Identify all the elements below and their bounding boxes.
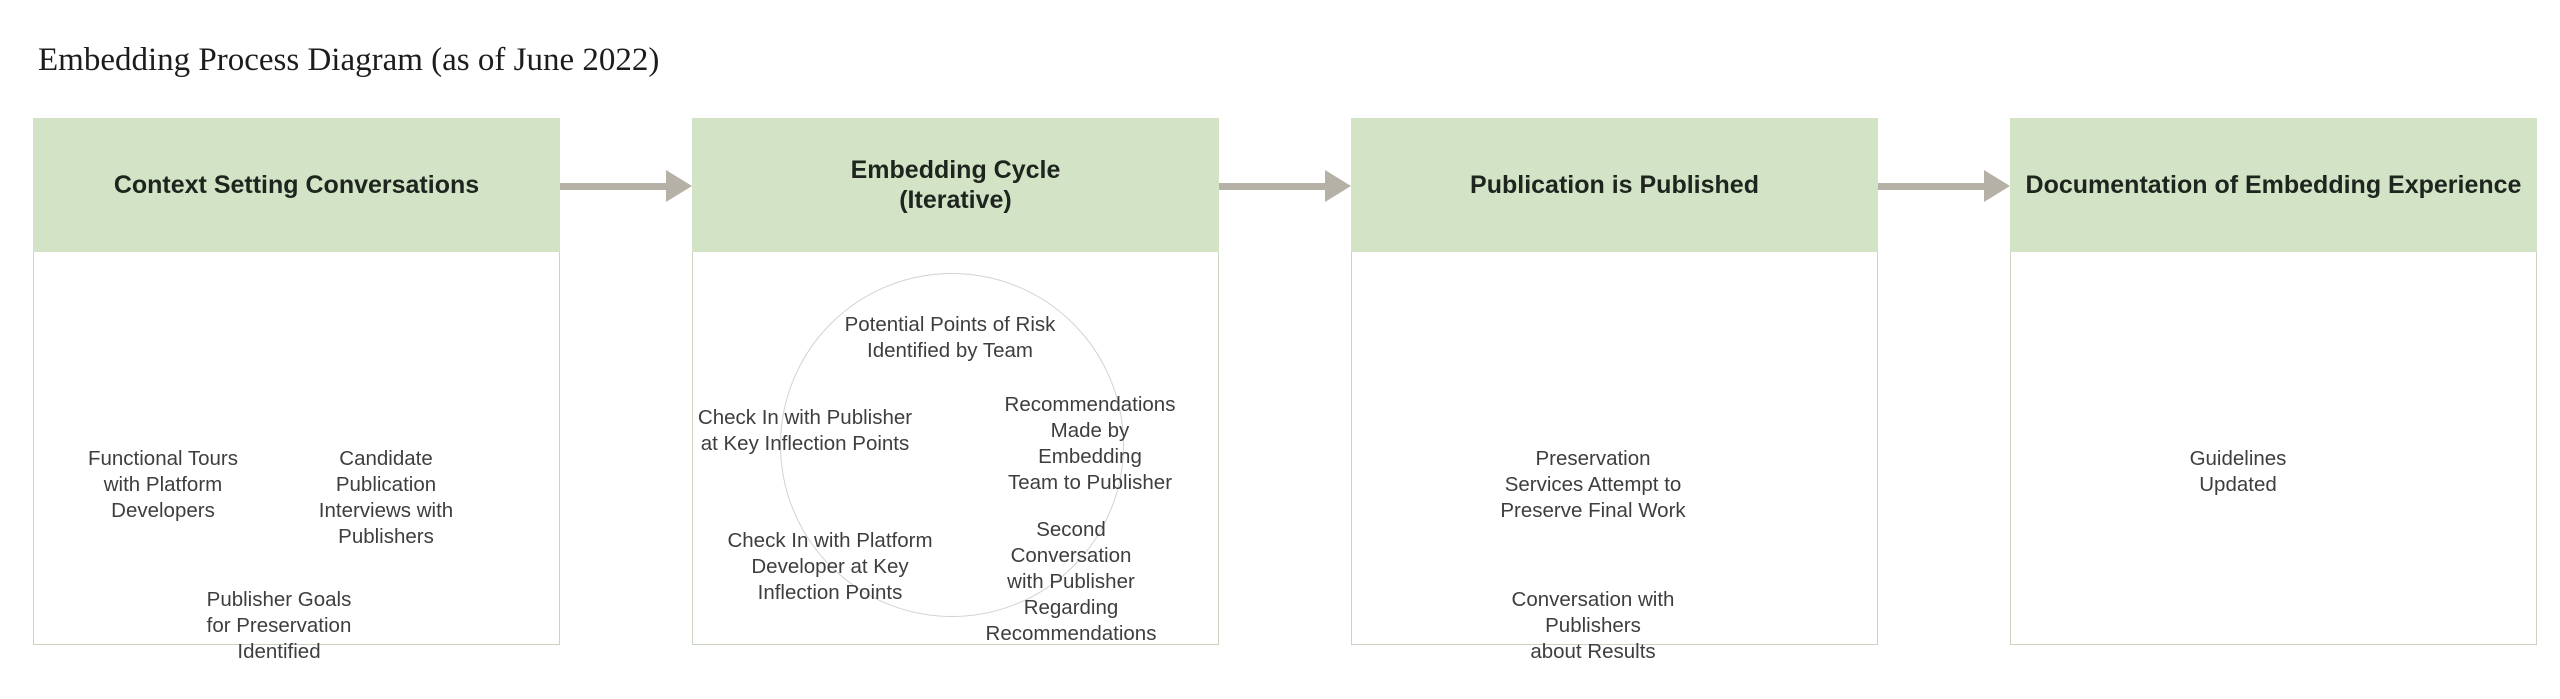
arrow-line (1878, 183, 1986, 190)
flow-arrow (1219, 170, 1351, 202)
stage-item: Functional Tours with Platform Developer… (87, 447, 239, 522)
stage-header: Documentation of Embedding Experience (2010, 118, 2537, 252)
stage-item: Second Conversation with Publisher Regar… (985, 518, 1157, 645)
iteration-cycle-circle (780, 273, 1124, 617)
stage-item: Publisher Goals for Preservation Identif… (206, 588, 352, 663)
stage-item: Check In with Platform Developer at Key … (727, 529, 933, 604)
arrow-line (1219, 183, 1327, 190)
stage-embedding-cycle: Embedding Cycle (Iterative) Potential Po… (692, 118, 1219, 645)
stage-item: Recommendations Made by Embedding Team t… (1004, 393, 1176, 494)
stage-documentation-of-embedding-experience: Documentation of Embedding Experience Gu… (2010, 118, 2537, 645)
stage-item: Preservation Services Attempt to Preserv… (1500, 447, 1686, 522)
flow-arrow (1878, 170, 2010, 202)
arrow-right-icon (666, 170, 692, 202)
stage-item: Conversation with Publishers about Resul… (1511, 588, 1675, 663)
stage-item: Check In with Publisher at Key Inflectio… (697, 406, 913, 455)
stage-body: Functional Tours with Platform Developer… (33, 252, 560, 663)
stage-body: Guidelines Updated (2010, 252, 2537, 645)
stage-item: Guidelines Updated (2189, 447, 2287, 496)
arrow-right-icon (1325, 170, 1351, 202)
flow-arrow (560, 170, 692, 202)
stage-publication-is-published: Publication is Published Preservation Se… (1351, 118, 1878, 663)
stage-header: Publication is Published (1351, 118, 1878, 252)
arrow-right-icon (1984, 170, 2010, 202)
stage-header: Embedding Cycle (Iterative) (692, 118, 1219, 252)
stage-header: Context Setting Conversations (33, 118, 560, 252)
stage-body: Preservation Services Attempt to Preserv… (1351, 252, 1878, 663)
arrow-line (560, 183, 668, 190)
diagram-title: Embedding Process Diagram (as of June 20… (38, 42, 660, 78)
stage-item: Candidate Publication Interviews with Pu… (318, 447, 454, 548)
stage-context-setting-conversations: Context Setting Conversations Functional… (33, 118, 560, 663)
stage-item: Potential Points of Risk Identified by T… (844, 313, 1056, 362)
